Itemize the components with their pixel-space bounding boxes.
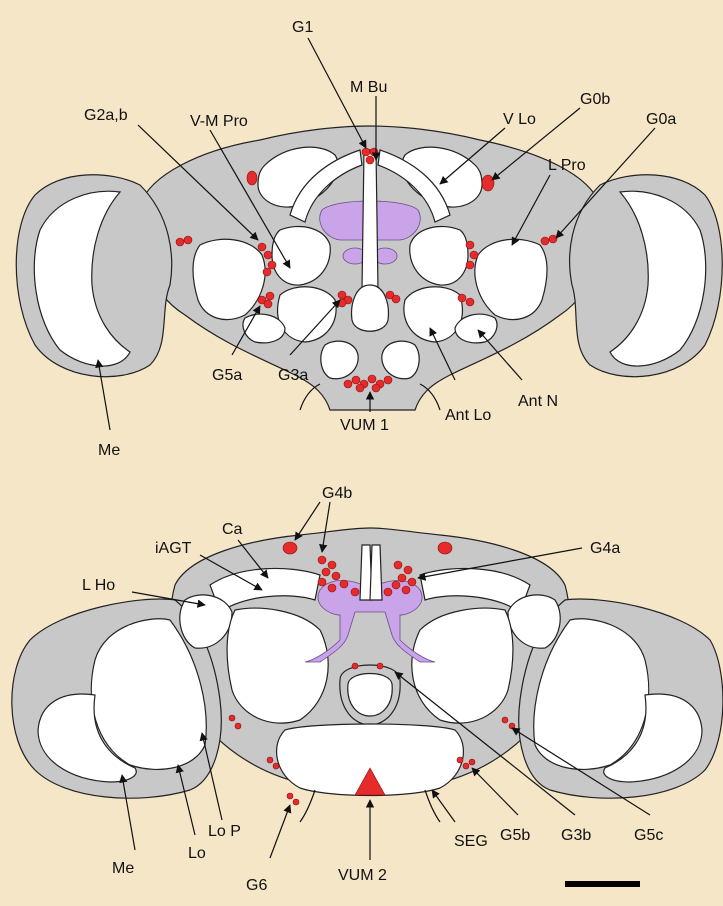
label-g2ab: G2a,b — [84, 107, 128, 124]
leader-g6 — [270, 805, 290, 858]
label-g5b: G5b — [500, 827, 530, 844]
label-g4a: G4a — [590, 540, 620, 557]
label-g3a: G3a — [278, 367, 308, 384]
label-g0b: G0b — [580, 91, 610, 108]
bottom-midline-2 — [370, 545, 382, 600]
label-lop: Lo P — [208, 823, 241, 840]
bottom-esophagus — [348, 674, 392, 717]
label-me-top: Me — [98, 442, 120, 459]
label-me-bottom: Me — [112, 860, 134, 877]
label-vum2: VUM 2 — [338, 867, 387, 884]
label-seg: SEG — [454, 833, 488, 850]
top-esophagus — [352, 285, 389, 331]
label-vmpro: V-M Pro — [190, 113, 248, 130]
label-lho: L Ho — [82, 577, 115, 594]
label-antlo: Ant Lo — [445, 407, 491, 424]
label-g4b: G4b — [322, 485, 352, 502]
label-g0a: G0a — [646, 111, 676, 128]
leader-seg — [432, 790, 455, 822]
top-midline — [362, 150, 378, 290]
bottom-right-nerve — [425, 790, 440, 822]
bottom-brain — [12, 528, 723, 822]
label-mbu: M Bu — [350, 79, 387, 96]
label-lo: Lo — [188, 845, 206, 862]
label-g3b: G3b — [561, 827, 591, 844]
label-vlo: V Lo — [503, 111, 536, 128]
label-antn: Ant N — [518, 393, 558, 410]
bottom-left-body — [227, 608, 328, 723]
label-g5a: G5a — [212, 367, 242, 384]
bottom-right-body — [412, 608, 513, 723]
leader-g5b — [472, 768, 518, 815]
label-g6: G6 — [246, 877, 267, 894]
label-g1: G1 — [292, 19, 313, 36]
label-g5c: G5c — [634, 827, 663, 844]
label-iagt: iAGT — [155, 540, 192, 557]
label-ca: Ca — [222, 521, 243, 538]
top-brain — [16, 126, 722, 410]
label-lpro: L Pro — [548, 157, 586, 174]
bottom-left-nerve — [300, 790, 315, 822]
label-vum1: VUM 1 — [340, 417, 389, 434]
